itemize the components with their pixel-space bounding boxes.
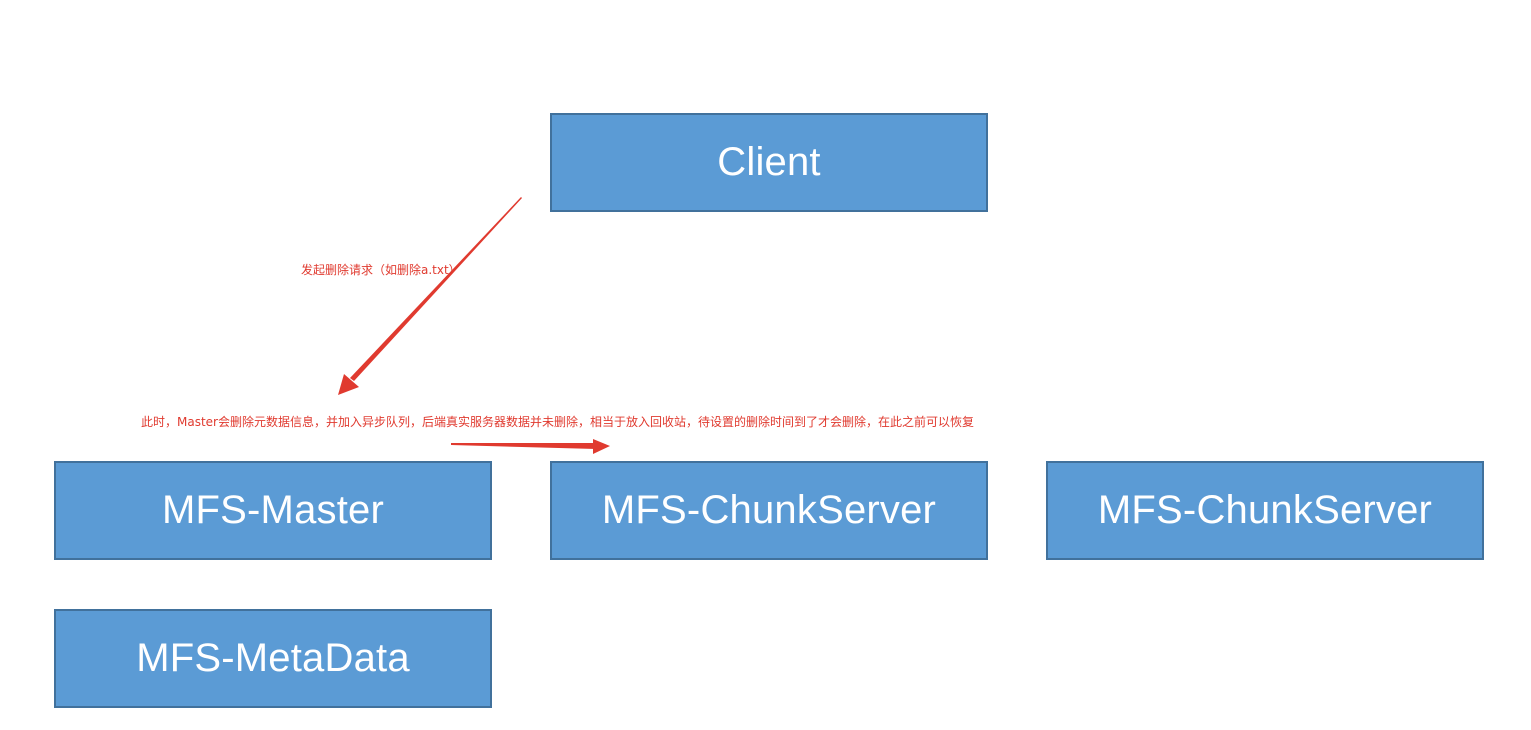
arrow-master-to-chunkserver [451, 439, 610, 454]
arrow-client-to-master [338, 197, 522, 395]
mfs-chunkserver-node-1: MFS-ChunkServer [550, 461, 988, 560]
client-node: Client [550, 113, 988, 212]
master-action-annotation: 此时，Master会删除元数据信息，并加入异步队列，后端真实服务器数据并未删除，… [141, 415, 974, 429]
mfs-master-label: MFS-Master [162, 488, 384, 532]
mfs-metadata-node: MFS-MetaData [54, 609, 492, 708]
arrow-shaft [451, 443, 596, 449]
mfs-master-node: MFS-Master [54, 461, 492, 560]
mfs-chunkserver-node-2: MFS-ChunkServer [1046, 461, 1484, 560]
mfs-chunkserver-label-1: MFS-ChunkServer [601, 488, 937, 532]
arrowhead [338, 374, 359, 395]
delete-request-annotation: 发起删除请求（如删除a.txt） [301, 263, 461, 277]
arrow-shaft [350, 197, 522, 381]
client-label: Client [717, 140, 821, 184]
mfs-chunkserver-label-2: MFS-ChunkServer [1097, 488, 1433, 532]
arrowhead [593, 439, 610, 454]
mfs-metadata-label: MFS-MetaData [136, 636, 410, 680]
